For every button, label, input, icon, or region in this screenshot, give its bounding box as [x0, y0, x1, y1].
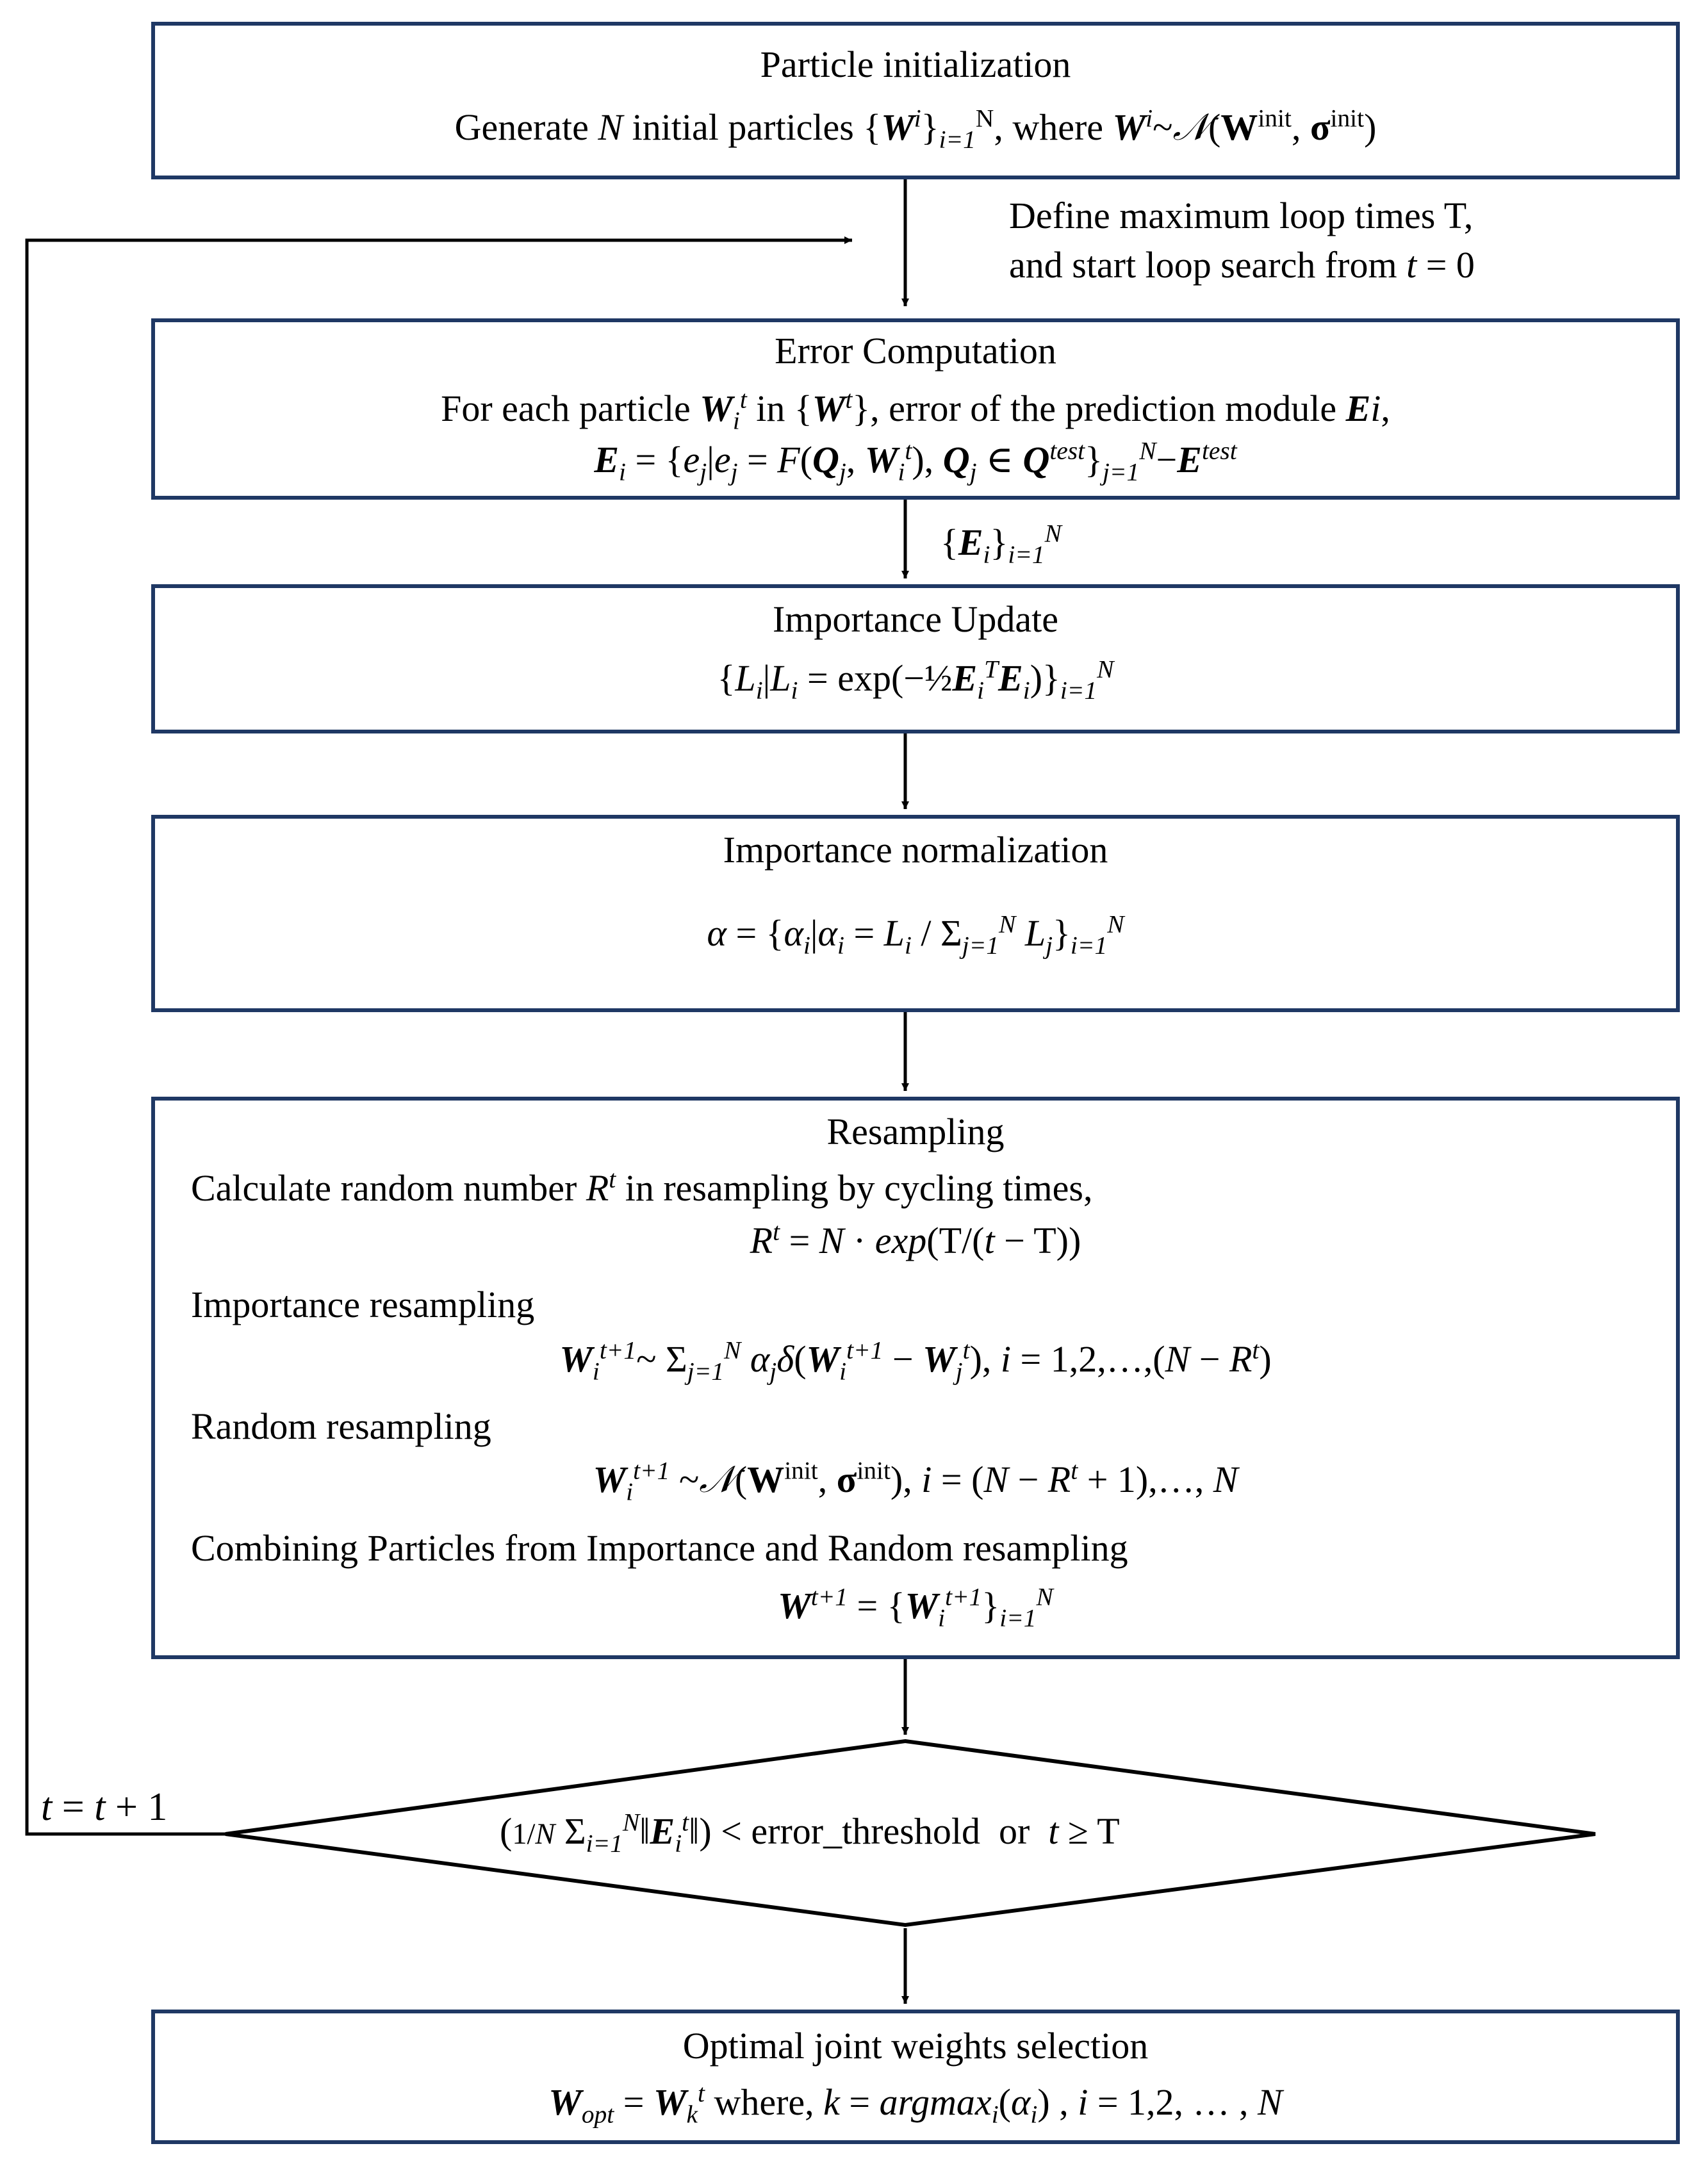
loop-back-arrow — [25, 236, 852, 1836]
normalization-title: Importance normalization — [723, 829, 1108, 871]
importance-update-box: Importance Update {Li|Li = exp(−½EiTEi)}… — [151, 584, 1680, 733]
resampling-box: Resampling Calculate random number Rt in… — [151, 1097, 1680, 1659]
combining-particles-label: Combining Particles from Importance and … — [191, 1527, 1128, 1569]
optimal-selection-box: Optimal joint weights selection Wopt = W… — [151, 2010, 1680, 2144]
importance-normalization-box: Importance normalization α = {αi|αi = Li… — [151, 815, 1680, 1012]
error-computation-box: Error Computation For each particle Wit … — [151, 318, 1680, 500]
error-title: Error Computation — [775, 330, 1056, 372]
loop-note-line1: Define maximum loop times T, — [1009, 195, 1474, 236]
init-formula: Generate N initial particles {Wi}i=1N, w… — [454, 104, 1377, 154]
loop-increment-label: t = t + 1 — [41, 1785, 168, 1829]
decision-diamond — [225, 1739, 1596, 1928]
resampling-random-number-text: Calculate random number Rt in resampling… — [191, 1165, 1093, 1209]
importance-update-title: Importance Update — [772, 598, 1059, 640]
init-title: Particle initialization — [760, 44, 1071, 85]
random-resampling-label: Random resampling — [191, 1405, 491, 1447]
combined-particles-formula: Wt+1 = {Wit+1}i=1N — [778, 1582, 1053, 1632]
normalization-formula: α = {αi|αi = Li / Σj=1N Lj}i=1N — [707, 910, 1124, 960]
decision-condition: (1/N Σi=1N‖Eit‖) < error_threshold or t … — [500, 1808, 1120, 1858]
particle-initialization-box: Particle initialization Generate N initi… — [151, 22, 1680, 179]
random-resampling-formula: Wit+1 ~𝒩(Winit, σinit), i = (N − Rt + 1)… — [593, 1456, 1238, 1506]
importance-resampling-formula: Wit+1~ Σj=1N αjδ(Wit+1 − Wjt), i = 1,2,…… — [559, 1336, 1272, 1386]
importance-resampling-label: Importance resampling — [191, 1284, 535, 1325]
error-line1: For each particle Wit in {Wt}, error of … — [441, 385, 1390, 435]
loop-note-line2: and start loop search from t = 0 — [1009, 244, 1475, 286]
error-line2: Ei = {ej|ej = F(Qj, Wit), Qj ∈ Qtest}j=1… — [594, 436, 1237, 486]
resampling-random-number-formula: Rt = N · exp(T/(t − T)) — [750, 1217, 1081, 1261]
errors-set-label: {Ei}i=1N — [940, 519, 1062, 569]
optimal-formula: Wopt = Wkt where, k = argmaxi(αi) , i = … — [548, 2079, 1283, 2129]
importance-update-formula: {Li|Li = exp(−½EiTEi)}i=1N — [717, 655, 1114, 705]
optimal-title: Optimal joint weights selection — [682, 2025, 1149, 2067]
resampling-title: Resampling — [826, 1111, 1005, 1152]
